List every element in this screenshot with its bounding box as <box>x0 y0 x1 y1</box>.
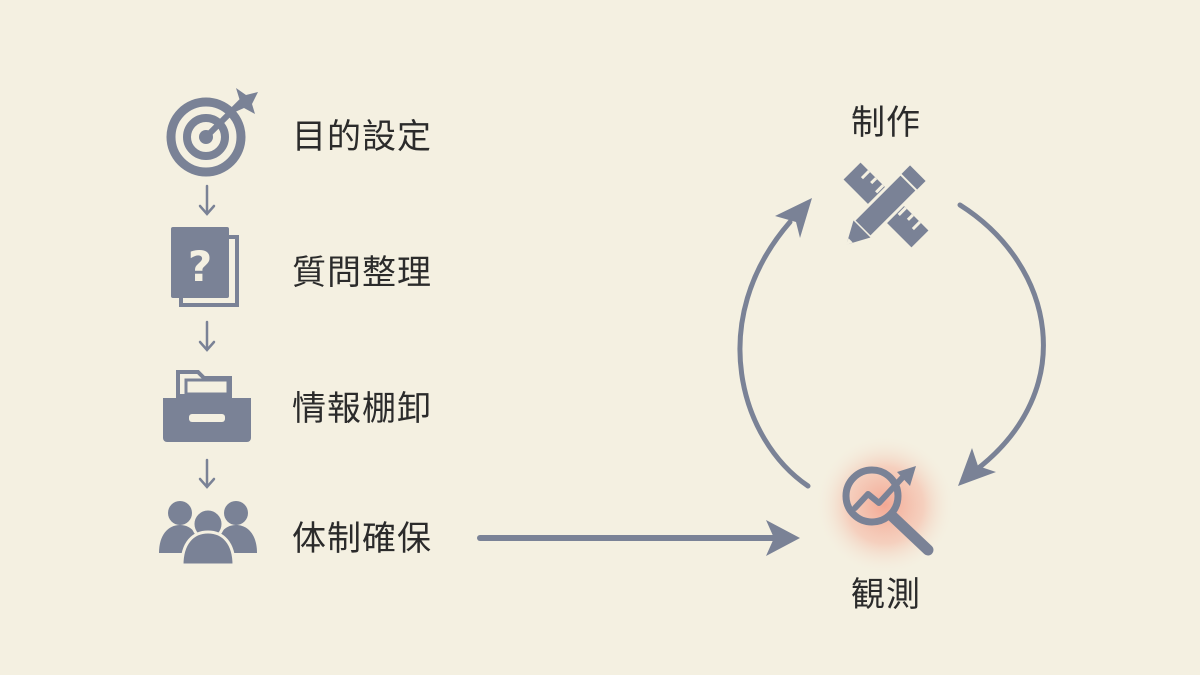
step-label-team: 体制確保 <box>292 519 432 559</box>
question-document-icon: ? <box>171 227 239 307</box>
cycle-label-observation: 観測 <box>851 575 921 615</box>
cycle-label-production: 制作 <box>851 103 921 143</box>
cycle-arrow-down <box>957 202 1046 486</box>
highlight-glow <box>815 435 955 575</box>
file-drawer-icon <box>163 370 251 442</box>
flow-arrow-1 <box>198 184 216 216</box>
step-label-goal: 目的設定 <box>292 117 432 157</box>
target-icon <box>166 88 258 177</box>
team-people-icon <box>159 501 257 567</box>
cycle-arrow-up <box>737 198 812 489</box>
step-label-questions: 質問整理 <box>292 253 432 293</box>
flow-arrow-3 <box>198 458 216 489</box>
chart-magnifier-icon <box>842 466 934 556</box>
svg-text:?: ? <box>188 242 212 291</box>
ruler-pencil-icon <box>843 162 929 248</box>
flow-arrow-2 <box>198 320 216 352</box>
to-cycle-arrow <box>477 520 800 556</box>
step-label-inventory: 情報棚卸 <box>292 389 432 429</box>
